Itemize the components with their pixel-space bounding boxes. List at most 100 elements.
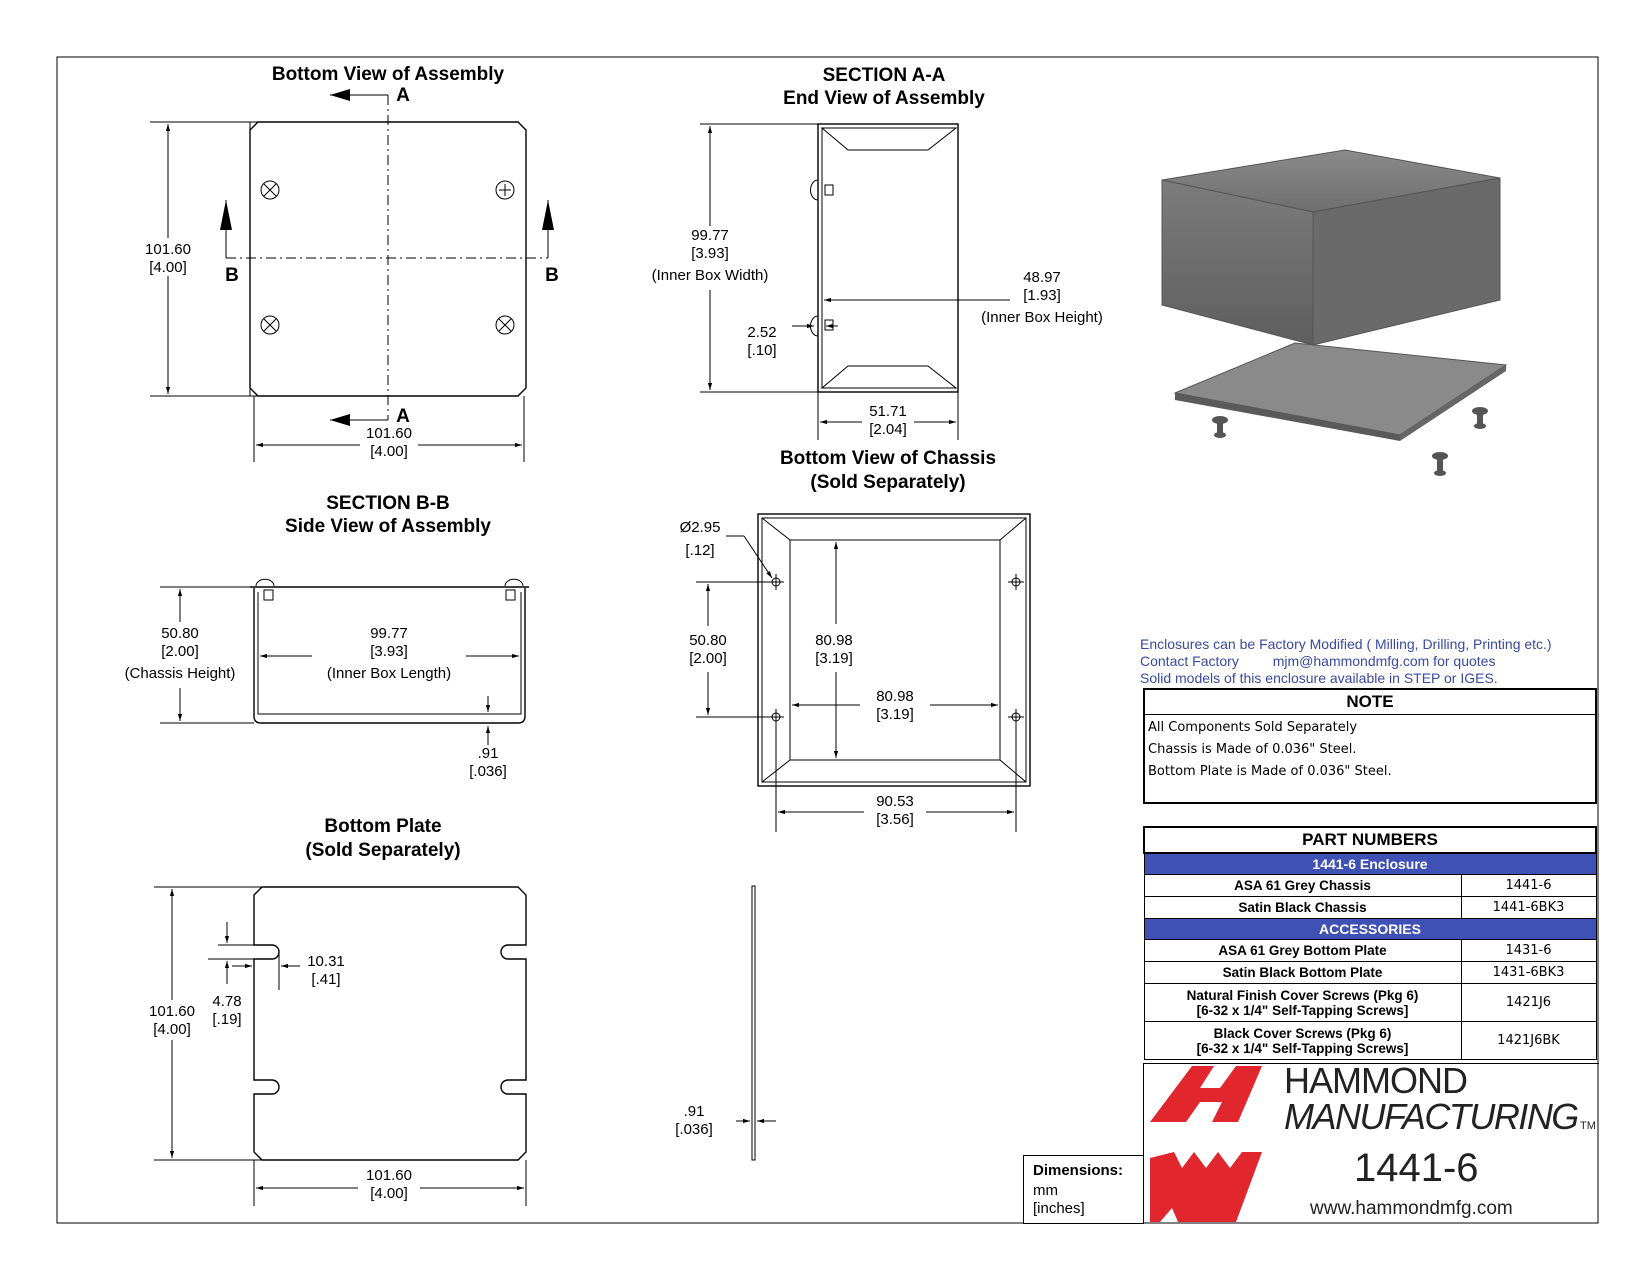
accessories-band: ACCESSORIES	[1143, 918, 1597, 940]
dim-hole-spacing-v-in: [2.00]	[689, 650, 727, 667]
dim-slot-depth-mm: 10.31	[307, 953, 345, 970]
part-number: 1421J6BK	[1460, 1021, 1597, 1060]
brand-name-1: HAMMOND	[1284, 1060, 1468, 1101]
table-row: Black Cover Screws (Pkg 6)[6-32 x 1/4" S…	[1143, 1021, 1597, 1060]
note-title: NOTE	[1145, 690, 1595, 715]
dim-width-in: [4.00]	[370, 443, 408, 460]
models-note: Solid models of this enclosure available…	[1140, 670, 1498, 686]
bottom-plate-subtitle: (Sold Separately)	[305, 840, 460, 861]
dimensions-unit-mm: mm	[1033, 1182, 1058, 1199]
part-numbers-title: PART NUMBERS	[1143, 826, 1597, 854]
section-a-label: A	[396, 406, 410, 427]
dim-inner-h-mm: 80.98	[876, 688, 914, 705]
dim-depth-mm: 51.71	[869, 403, 907, 420]
section-aa-view: SECTION A-A End View of Assembly 99.77 […	[652, 65, 1103, 440]
dim-inner-v-mm: 80.98	[815, 632, 853, 649]
chassis-bottom-title: Bottom View of Chassis	[780, 448, 996, 469]
table-row: ASA 61 Grey Bottom Plate 1431-6	[1143, 939, 1597, 962]
dim-height-in: [4.00]	[149, 259, 187, 276]
dim-plate-thk-mm: .91	[684, 1103, 705, 1120]
dimensions-unit-in: [inches]	[1033, 1200, 1085, 1217]
dim-inner-length-mm: 99.77	[370, 625, 408, 642]
dim-height-mm: 101.60	[145, 241, 191, 258]
dim-chassis-height-note: (Chassis Height)	[125, 665, 236, 682]
dim-chassis-height-in: [2.00]	[161, 643, 199, 660]
dim-inner-height-mm: 48.97	[1023, 269, 1061, 286]
logo-mark-icon	[1150, 1066, 1262, 1122]
dim-slot-width-mm: 4.78	[212, 993, 241, 1010]
table-row: Satin Black Bottom Plate 1431-6BK3	[1143, 961, 1597, 984]
dim-inner-length-in: [3.93]	[370, 643, 408, 660]
note-line: Chassis is Made of 0.036" Steel.	[1148, 742, 1357, 757]
dim-hole-mm: Ø2.95	[680, 519, 721, 536]
section-b-label: B	[545, 265, 559, 286]
brand-name-2: MANUFACTURING	[1284, 1096, 1579, 1137]
chassis-bottom-subtitle: (Sold Separately)	[810, 472, 965, 493]
bottom-plate-view: Bottom Plate (Sold Separately) 101.60 [4…	[149, 816, 776, 1206]
drawing-frame	[56, 56, 1599, 1224]
part-number: 1441-6BK3	[1460, 896, 1597, 919]
dim-lip-in: [.10]	[747, 342, 776, 359]
chassis-bottom-view: Bottom View of Chassis (Sold Separately)…	[680, 448, 1031, 832]
dim-hole-spacing-h-mm: 90.53	[876, 793, 914, 810]
dim-slot-width-in: [.19]	[212, 1011, 241, 1028]
dim-inner-height-in: [1.93]	[1023, 287, 1061, 304]
dim-wall-thk-mm: .91	[478, 745, 499, 762]
dim-plate-width-in: [4.00]	[370, 1185, 408, 1202]
dim-inner-length-note: (Inner Box Length)	[327, 665, 451, 682]
enclosure-band: 1441-6 Enclosure	[1143, 852, 1597, 875]
part-desc: Black Cover Screws (Pkg 6)[6-32 x 1/4" S…	[1143, 1021, 1462, 1060]
brand-url[interactable]: www.hammondmfg.com	[1310, 1198, 1513, 1219]
modification-note: Enclosures can be Factory Modified ( Mil…	[1140, 636, 1552, 652]
dim-hole-spacing-v-mm: 50.80	[689, 632, 727, 649]
dim-inner-width-mm: 99.77	[691, 227, 729, 244]
dim-inner-v-in: [3.19]	[815, 650, 853, 667]
brand-tm: TM	[1580, 1120, 1596, 1132]
contact-email[interactable]: mjm@hammondmfg.com for quotes	[1272, 653, 1496, 669]
part-numbers-table: PART NUMBERS 1441-6 Enclosure ASA 61 Gre…	[1143, 826, 1597, 1060]
part-desc: ASA 61 Grey Bottom Plate	[1143, 939, 1462, 962]
bottom-view-assembly-title: Bottom View of Assembly	[272, 64, 505, 85]
contact-line: Contact Factory mjm@hammondmfg.com for q…	[1140, 653, 1600, 669]
section-aa-title: SECTION A-A	[823, 65, 946, 86]
table-row: Satin Black Chassis 1441-6BK3	[1143, 896, 1597, 919]
dim-wall-thk-in: [.036]	[469, 763, 507, 780]
bottom-plate-title: Bottom Plate	[324, 816, 441, 837]
dim-chassis-height-mm: 50.80	[161, 625, 199, 642]
section-bb-view: SECTION B-B Side View of Assembly 50.80 …	[125, 493, 529, 780]
hammond-logo	[1150, 1066, 1262, 1222]
part-number: 1441-6	[1460, 874, 1597, 897]
section-bb-subtitle: Side View of Assembly	[285, 516, 491, 537]
dimensions-box: Dimensions: mm [inches]	[1023, 1155, 1144, 1224]
part-desc: Satin Black Bottom Plate	[1143, 961, 1462, 984]
part-number: 1431-6BK3	[1460, 961, 1597, 984]
part-desc: ASA 61 Grey Chassis	[1143, 874, 1462, 897]
enclosure-render	[1161, 149, 1508, 476]
dim-plate-width-mm: 101.60	[366, 1167, 412, 1184]
part-number: 1421J6	[1460, 983, 1597, 1022]
section-a-label: A	[396, 85, 410, 106]
part-desc: Satin Black Chassis	[1143, 896, 1462, 919]
note-line: All Components Sold Separately	[1148, 720, 1358, 735]
section-aa-subtitle: End View of Assembly	[783, 88, 985, 109]
brand-block: HAMMOND MANUFACTURING TM 1441-6 www.hamm…	[1143, 1060, 1599, 1224]
screw-icon	[260, 180, 515, 335]
table-row: Natural Finish Cover Screws (Pkg 6)[6-32…	[1143, 983, 1597, 1022]
note-line: Bottom Plate is Made of 0.036" Steel.	[1148, 764, 1392, 779]
dim-inner-width-in: [3.93]	[691, 245, 729, 262]
dim-inner-h-in: [3.19]	[876, 706, 914, 723]
bottom-view-assembly: Bottom View of Assembly A A B B 101.60	[145, 64, 559, 462]
part-number: 1431-6	[1460, 939, 1597, 962]
dim-plate-thk-in: [.036]	[675, 1121, 713, 1138]
dim-hole-spacing-h-in: [3.56]	[876, 811, 914, 828]
dim-inner-height-note: (Inner Box Height)	[981, 309, 1103, 326]
contact-label: Contact Factory	[1140, 653, 1239, 669]
dim-depth-in: [2.04]	[869, 421, 907, 438]
section-bb-title: SECTION B-B	[326, 493, 450, 514]
dim-slot-depth-in: [.41]	[311, 971, 340, 988]
dim-plate-height-in: [4.00]	[153, 1021, 191, 1038]
dim-inner-width-note: (Inner Box Width)	[652, 267, 769, 284]
dim-hole-in: [.12]	[685, 542, 714, 559]
section-b-label: B	[225, 265, 239, 286]
